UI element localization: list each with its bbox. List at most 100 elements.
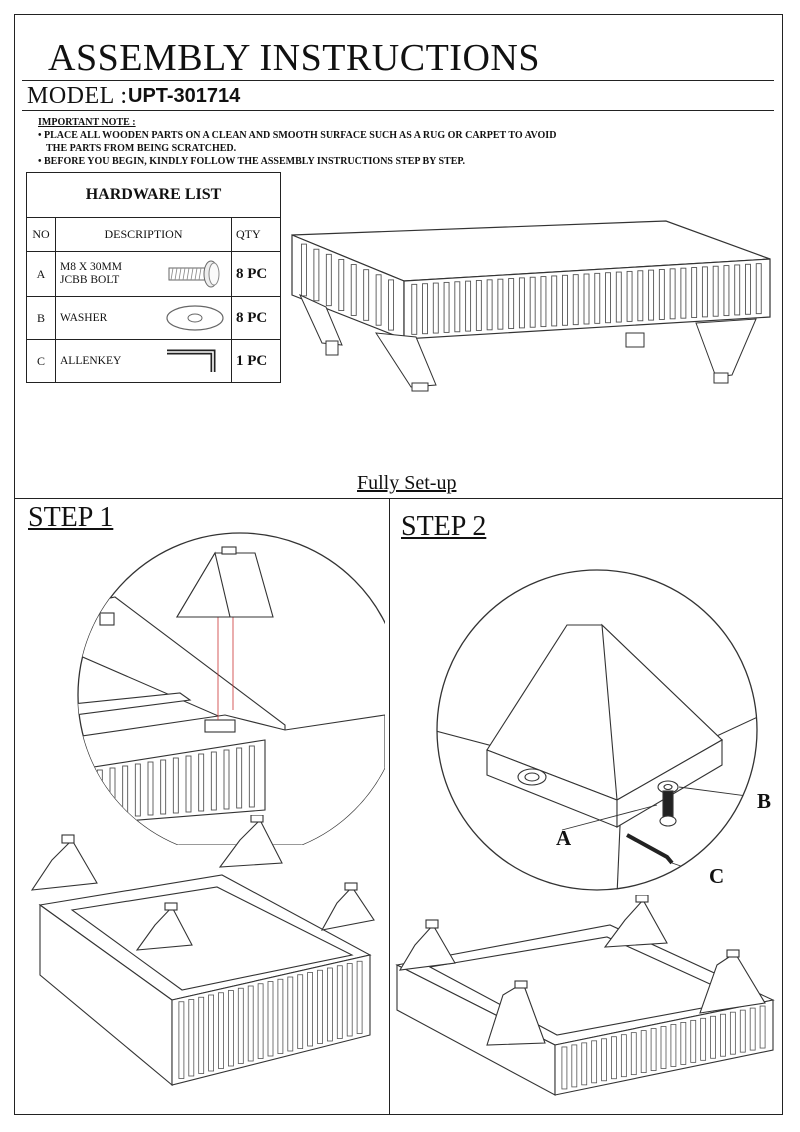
slat — [325, 253, 332, 307]
slat — [615, 271, 622, 323]
slat — [669, 268, 676, 320]
step2-frame-illustration — [395, 895, 775, 1096]
slat — [208, 994, 215, 1072]
slat — [749, 1007, 756, 1051]
desc-line: M8 X 30MM — [60, 261, 122, 273]
slat — [248, 745, 255, 808]
slat — [591, 1040, 598, 1084]
slat — [375, 274, 382, 326]
slat — [605, 272, 611, 324]
slat — [660, 1026, 667, 1069]
page-frame — [14, 14, 783, 1115]
slat — [267, 981, 274, 1057]
slat — [300, 243, 307, 297]
table-row: B WASHER 8 PC — [26, 296, 281, 340]
slat — [759, 1005, 766, 1049]
row-description: ALLENKEY — [55, 339, 232, 383]
slat — [84, 771, 91, 821]
slat — [734, 264, 741, 316]
step-divider — [389, 498, 390, 1115]
slat — [307, 972, 314, 1047]
slat — [572, 274, 579, 326]
slat — [650, 1028, 657, 1071]
column-header-description: DESCRIPTION — [55, 217, 232, 252]
slat — [454, 281, 461, 333]
slat — [486, 279, 493, 331]
slat — [411, 283, 418, 335]
slat — [680, 1022, 687, 1065]
slat — [701, 266, 708, 318]
title-divider — [22, 80, 774, 81]
slat — [640, 1030, 647, 1073]
slat — [562, 274, 568, 326]
slat — [729, 1011, 736, 1055]
slat — [680, 267, 687, 319]
slat — [690, 1019, 697, 1063]
slat — [422, 283, 428, 335]
slat — [198, 753, 205, 812]
slat — [287, 976, 294, 1052]
slat — [363, 269, 370, 321]
slat — [185, 755, 192, 813]
slat — [529, 276, 536, 328]
row-qty: 8 PC — [231, 251, 281, 297]
important-note: IMPORTANT NOTE : • PLACE ALL WOODEN PART… — [38, 116, 556, 168]
slat — [172, 757, 179, 814]
slat — [571, 1044, 578, 1088]
slat — [583, 273, 590, 325]
slat — [626, 270, 633, 322]
slat — [475, 280, 482, 331]
note-heading: IMPORTANT NOTE : — [38, 117, 136, 128]
table-row: C ALLENKEY 1 PC — [26, 339, 281, 383]
slat — [277, 978, 284, 1054]
section-divider — [14, 498, 783, 499]
slat — [712, 265, 719, 317]
desc-line: WASHER — [60, 311, 108, 324]
slat — [346, 963, 353, 1037]
bolt-icon — [168, 260, 220, 288]
slat — [236, 747, 243, 809]
fully-setup-label: Fully Set-up — [357, 472, 457, 494]
slat — [237, 987, 244, 1064]
slat — [338, 258, 345, 312]
model-divider — [22, 110, 774, 111]
slat — [210, 751, 217, 811]
slat — [227, 990, 234, 1067]
slat — [247, 985, 254, 1062]
washer-icon — [166, 305, 224, 331]
slat — [581, 1042, 588, 1086]
hardware-caption: HARDWARE LIST — [26, 172, 281, 218]
slat — [134, 763, 141, 817]
row-qty: 8 PC — [231, 296, 281, 340]
slat — [497, 278, 504, 330]
row-no: B — [26, 296, 56, 340]
slat — [465, 280, 472, 332]
slat — [432, 282, 439, 334]
slat — [601, 1038, 607, 1082]
model-number: UPT-301714 — [128, 85, 241, 107]
slat — [147, 761, 154, 816]
allen-key-icon — [167, 349, 216, 372]
model-label: MODEL : — [27, 83, 128, 109]
slat — [508, 278, 515, 329]
slat — [257, 983, 264, 1059]
slat — [620, 1034, 627, 1078]
slat — [745, 263, 751, 315]
callout-c: C — [709, 864, 725, 888]
note-line: THE PARTS FROM BEING SCRATCHED. — [46, 143, 237, 154]
row-qty: 1 PC — [231, 339, 281, 383]
slat — [648, 269, 655, 321]
slat — [218, 992, 224, 1069]
table-row: A M8 X 30MM JCBB BOLT 8 PC — [26, 251, 281, 297]
slat — [317, 969, 323, 1044]
callout-a: A — [556, 826, 572, 850]
row-no: C — [26, 339, 56, 383]
slat — [297, 974, 304, 1049]
slat — [739, 1009, 746, 1053]
slat — [691, 267, 698, 318]
slat — [198, 996, 205, 1074]
slat — [723, 265, 730, 317]
step1-detail-circle — [77, 532, 385, 845]
slat — [540, 276, 547, 328]
step1-frame-illustration — [30, 815, 375, 1087]
